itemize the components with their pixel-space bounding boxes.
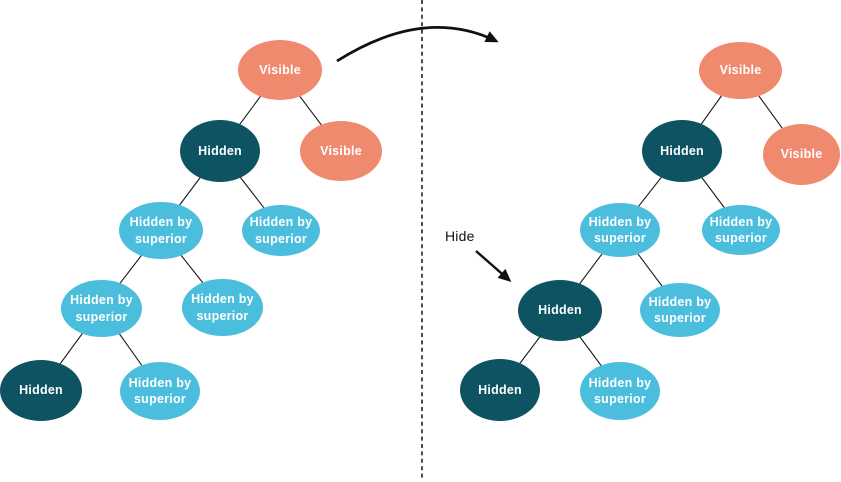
- right-tree-node-l3-right: Hidden by superior: [640, 283, 720, 337]
- node-label: Visible: [320, 143, 362, 158]
- node-label: Hidden by superior: [128, 375, 192, 406]
- node-label: Hidden by superior: [588, 375, 652, 406]
- node-label: Hidden by superior: [70, 293, 133, 324]
- left-tree-node-root: Visible: [238, 40, 322, 100]
- hide-pointer-arrow: [475, 250, 512, 282]
- node-label: Hidden: [198, 143, 242, 158]
- node-label: Hidden by superior: [249, 215, 313, 246]
- right-tree-node-l2-left: Hidden by superior: [580, 203, 660, 257]
- left-tree-node-l2-left: Hidden by superior: [119, 202, 203, 259]
- node-label: Hidden: [19, 383, 63, 398]
- right-tree-node-hide-target: Hidden: [518, 280, 602, 341]
- left-tree-node-l3-right: Hidden by superior: [182, 279, 263, 336]
- left-tree-node-l2-right: Hidden by superior: [242, 205, 320, 256]
- right-tree-node-hidden: Hidden: [642, 120, 722, 182]
- transition-arrow: [336, 26, 499, 63]
- node-label: Hidden by superior: [588, 214, 652, 245]
- node-label: Hidden by superior: [191, 292, 254, 323]
- left-tree-node-l4-left: Hidden: [0, 360, 82, 421]
- hide-annotation-label: Hide: [445, 228, 475, 244]
- node-label: Hidden: [538, 303, 582, 318]
- left-tree-node-l3-left: Hidden by superior: [61, 280, 142, 337]
- right-tree-node-l2-right: Hidden by superior: [702, 205, 780, 255]
- node-label: Visible: [780, 147, 823, 162]
- left-tree-node-visible-child: Visible: [300, 121, 382, 181]
- right-tree-node-l4-left: Hidden: [460, 359, 540, 421]
- right-tree-node-visible-child: Visible: [763, 124, 840, 185]
- node-label: Hidden by superior: [648, 294, 712, 325]
- left-tree-node-hidden: Hidden: [180, 120, 260, 182]
- node-label: Hidden by superior: [129, 215, 193, 246]
- node-label: Hidden by superior: [709, 214, 773, 245]
- node-label: Visible: [259, 62, 301, 77]
- right-tree-node-root: Visible: [699, 42, 782, 99]
- left-tree-node-l4-right: Hidden by superior: [120, 362, 200, 420]
- node-label: Hidden: [478, 382, 522, 397]
- node-label: Visible: [719, 63, 762, 78]
- right-tree-node-l4-right: Hidden by superior: [580, 362, 660, 420]
- node-label: Hidden: [660, 143, 704, 158]
